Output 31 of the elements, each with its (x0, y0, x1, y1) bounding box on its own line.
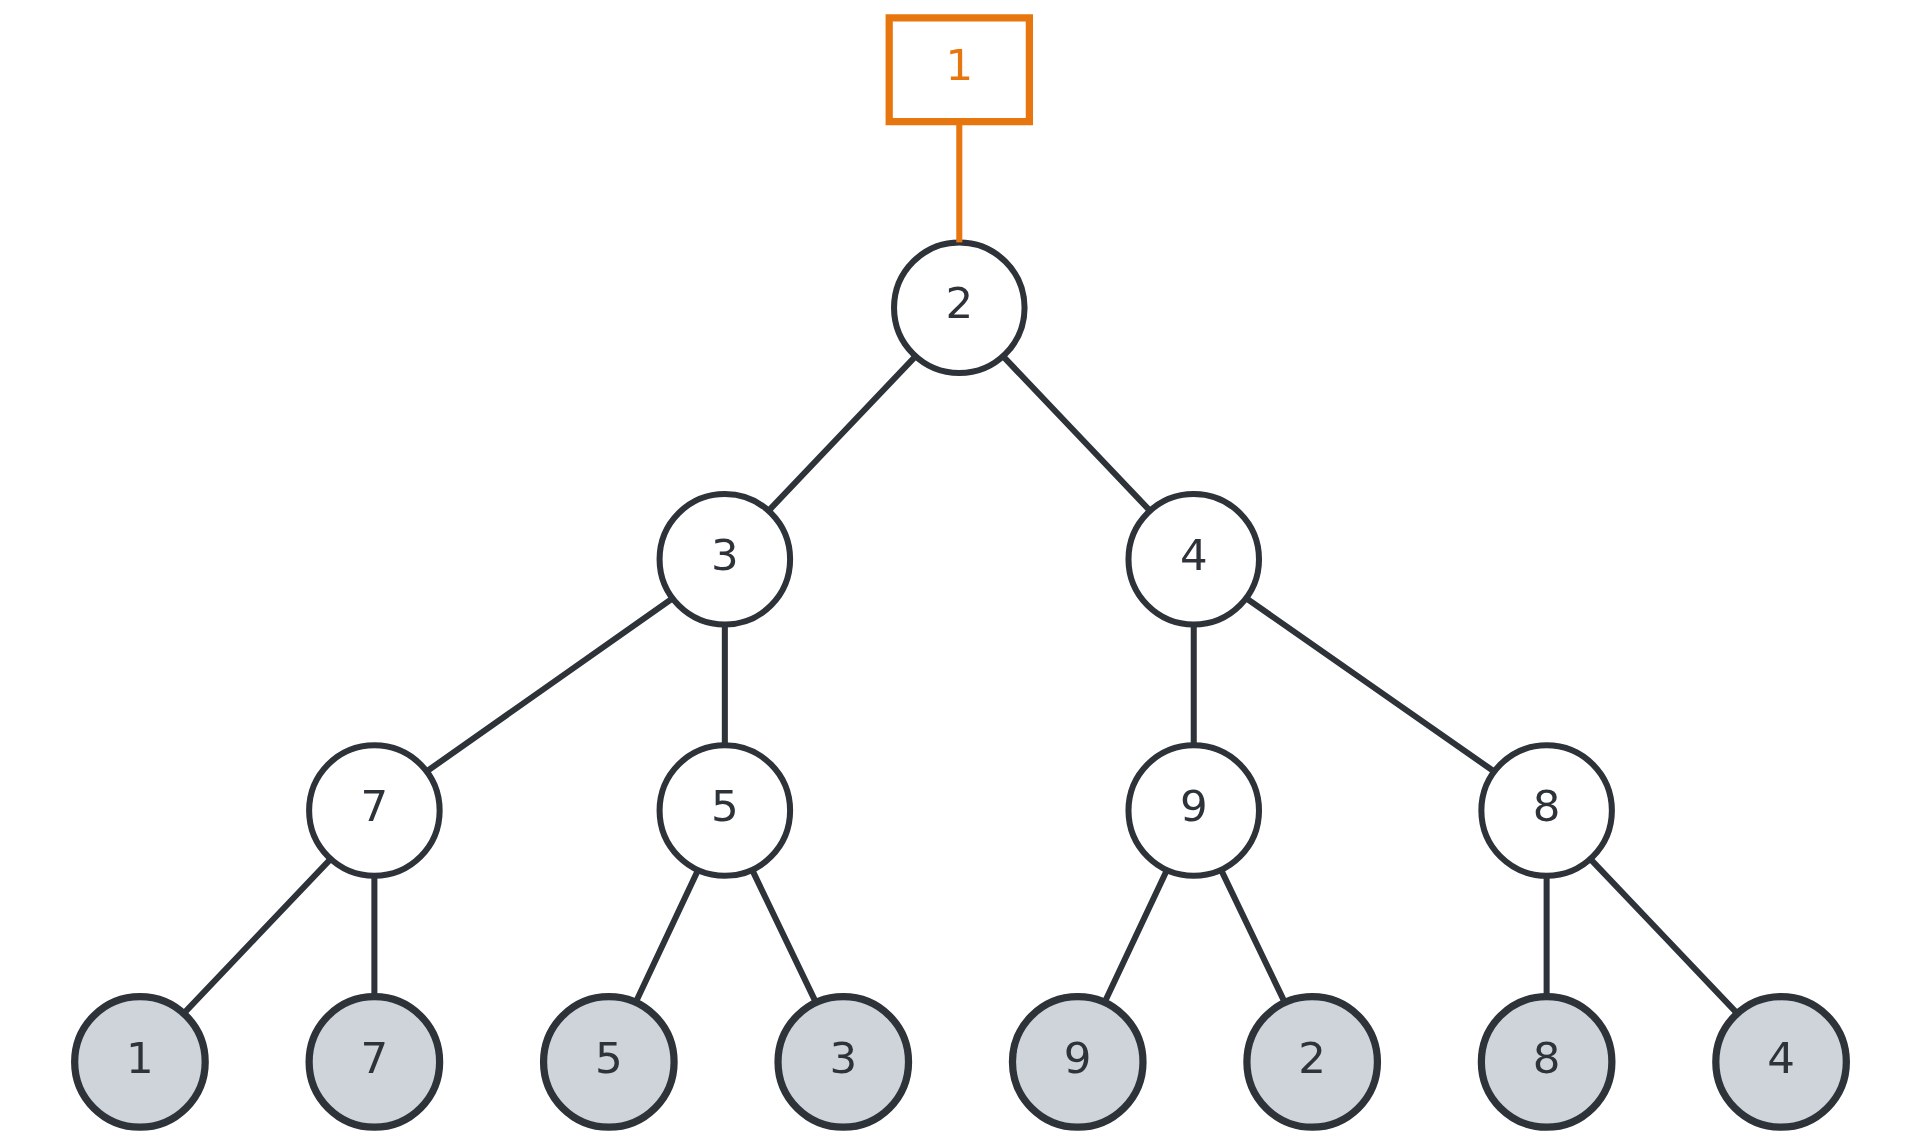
node-circle: 3 (773, 993, 912, 1131)
node-circle: 4 (1711, 993, 1850, 1131)
connector (370, 875, 377, 996)
connector (1588, 857, 1739, 1016)
connector (749, 868, 819, 1004)
node-box: 1 (885, 14, 1033, 126)
connector (955, 122, 962, 243)
node-circle: 5 (656, 742, 793, 879)
connector (181, 857, 332, 1016)
node-circle: 4 (1124, 490, 1262, 628)
connector (1543, 875, 1550, 996)
node-circle: 2 (890, 239, 1028, 377)
connector (1101, 868, 1170, 1004)
node-circle: 7 (305, 742, 443, 879)
connector (632, 868, 701, 1004)
connector (1000, 354, 1152, 513)
node-circle: 7 (305, 993, 443, 1131)
connector (1190, 624, 1197, 745)
node-circle: 1 (70, 993, 209, 1131)
connector (1217, 868, 1288, 1004)
node-circle: 8 (1477, 742, 1615, 879)
connector (766, 354, 917, 513)
connector (721, 624, 728, 745)
node-circle: 5 (539, 993, 678, 1131)
node-circle: 9 (1124, 742, 1262, 879)
connector (1244, 596, 1495, 774)
node-circle: 2 (1242, 993, 1381, 1131)
connector (424, 596, 674, 774)
node-circle: 8 (1477, 993, 1615, 1131)
node-circle: 3 (656, 490, 793, 628)
node-circle: 9 (1008, 993, 1147, 1131)
